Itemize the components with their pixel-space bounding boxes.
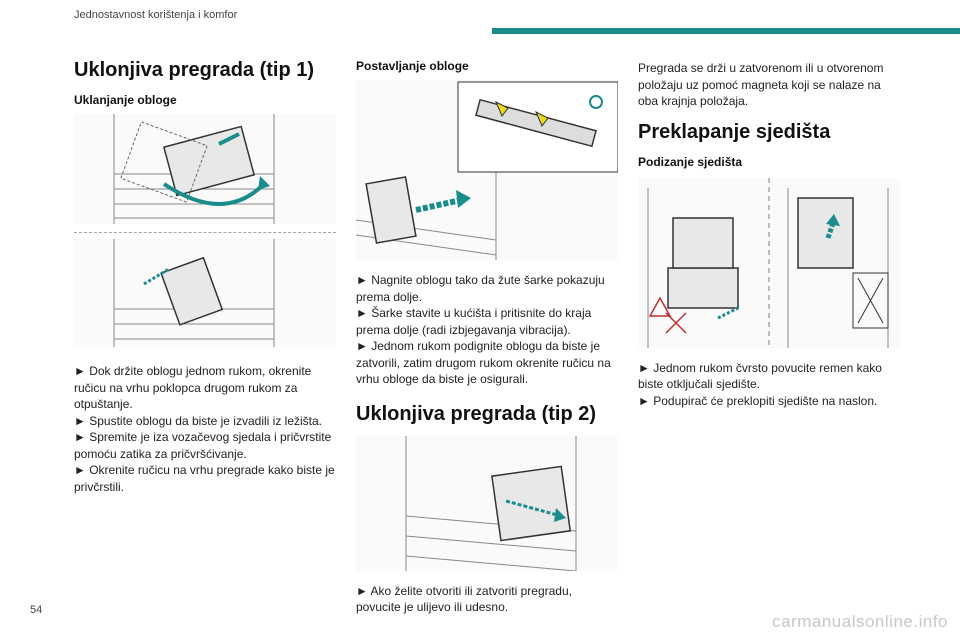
- column-partition-type1: Uklonjiva pregrada (tip 1) Uklanjanje ob…: [74, 58, 336, 495]
- figure-installing-panel: [356, 80, 618, 260]
- figure-removing-panel-bottom: [74, 239, 336, 347]
- column-installing-panel: Postavljanje obloge ► Nagnite oblogu tak…: [356, 58, 618, 616]
- subtitle-removing-panel: Uklanjanje obloge: [74, 93, 177, 107]
- instructions-installing-panel: ► Nagnite oblogu tako da žute šarke poka…: [356, 273, 611, 386]
- section-title-folding-seat: Preklapanje sjedišta: [638, 120, 831, 143]
- figure-divider: [74, 232, 336, 233]
- instructions-sliding-partition: ► Ako želite otvoriti ili zatvoriti preg…: [356, 583, 572, 615]
- running-header: Jednostavnost korištenja i komfor: [74, 9, 238, 21]
- section-title-partition-type2: Uklonjiva pregrada (tip 2): [356, 402, 597, 425]
- figure-removing-panel-top: [74, 114, 336, 224]
- page-number: 54: [30, 604, 43, 616]
- accent-bar: [492, 28, 960, 34]
- intro-magnets: Pregrada se drži u zatvorenom ili u otvo…: [638, 61, 884, 108]
- figure-raising-seat: [638, 177, 900, 348]
- column-seat-folding: Pregrada se drži u zatvorenom ili u otvo…: [638, 60, 900, 409]
- instructions-removing-panel: ► Dok držite oblogu jednom rukom, okreni…: [74, 364, 335, 494]
- watermark: carmanualsonline.info: [772, 612, 948, 631]
- subtitle-installing-panel: Postavljanje obloge: [356, 59, 469, 73]
- instructions-raising-seat: ► Jednom rukom čvrsto povucite remen kak…: [638, 360, 882, 408]
- section-title-partition-type1: Uklonjiva pregrada (tip 1): [74, 59, 315, 81]
- figure-sliding-partition: [356, 435, 618, 571]
- subtitle-raising-seat: Podizanje sjedišta: [638, 154, 743, 169]
